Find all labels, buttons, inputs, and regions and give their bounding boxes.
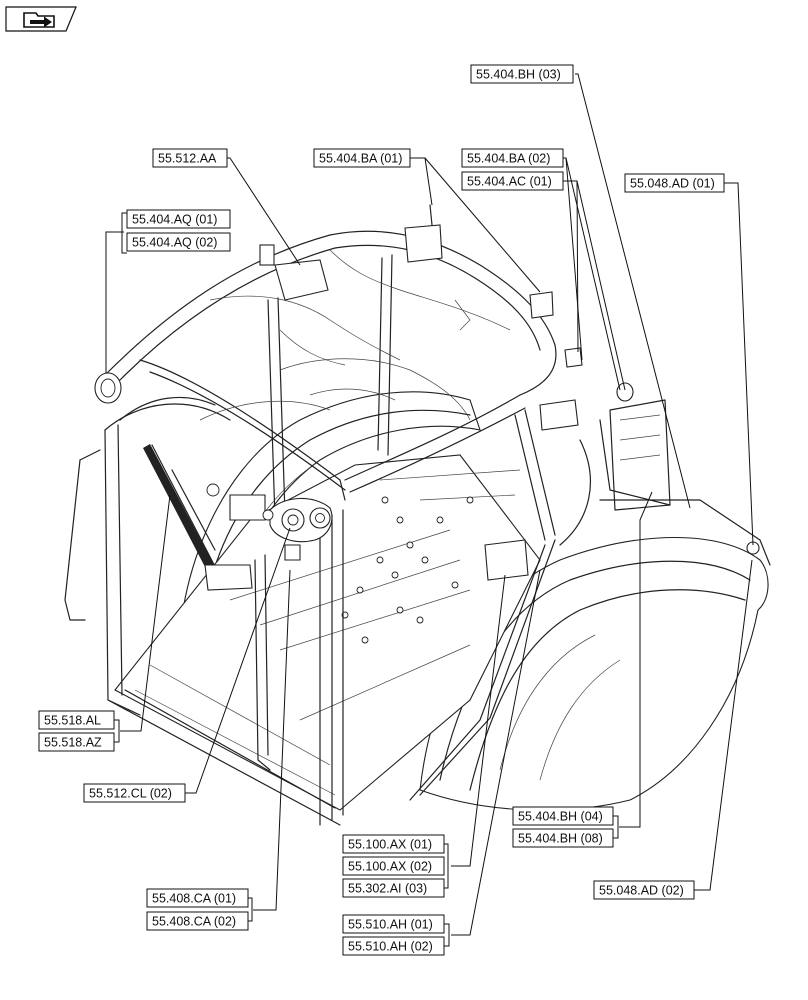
label-55-518-al[interactable]: 55.518.AL: [38, 710, 115, 730]
label-text: 55.404.BH (04): [518, 810, 603, 824]
label-text: 55.404.AQ (01): [132, 213, 217, 227]
label-text: 55.404.BH (08): [518, 832, 603, 846]
label-text: 55.408.CA (01): [152, 892, 236, 906]
label-text: 55.518.AL: [44, 714, 101, 728]
label-55-408-ca-01[interactable]: 55.408.CA (01): [146, 888, 249, 908]
label-55-404-ba-01[interactable]: 55.404.BA (01): [313, 148, 411, 168]
label-55-510-ah-02[interactable]: 55.510.AH (02): [342, 936, 445, 956]
label-text: 55.100.AX (01): [348, 838, 432, 852]
label-55-404-bh-08[interactable]: 55.404.BH (08): [512, 828, 614, 848]
label-text: 55.048.AD (02): [599, 884, 684, 898]
label-55-302-ai-03[interactable]: 55.302.AI (03): [342, 878, 445, 898]
label-text: 55.408.CA (02): [152, 915, 236, 929]
label-55-510-ah-01[interactable]: 55.510.AH (01): [342, 914, 445, 934]
label-55-100-ax-02[interactable]: 55.100.AX (02): [342, 856, 445, 876]
label-55-404-aq-02[interactable]: 55.404.AQ (02): [126, 232, 231, 252]
label-text: 55.404.BA (02): [467, 152, 550, 166]
label-text: 55.512.AA: [158, 152, 217, 166]
label-55-100-ax-01[interactable]: 55.100.AX (01): [342, 834, 445, 854]
label-text: 55.302.AI (03): [348, 882, 427, 896]
folder-arrow-icon[interactable]: [5, 6, 77, 32]
label-text: 55.404.AC (01): [467, 175, 552, 189]
label-55-408-ca-02[interactable]: 55.408.CA (02): [146, 911, 249, 931]
label-55-404-bh-04[interactable]: 55.404.BH (04): [512, 806, 614, 826]
leader-lines: [105, 73, 754, 947]
reference-labels: 55.404.BH (03) 55.512.AA 55.404.BA (01) …: [38, 64, 725, 956]
label-text: 55.404.BH (03): [476, 68, 561, 82]
label-55-404-aq-01[interactable]: 55.404.AQ (01): [126, 209, 231, 229]
label-text: 55.404.BA (01): [319, 152, 402, 166]
label-55-404-ac-01[interactable]: 55.404.AC (01): [461, 171, 564, 191]
cab-drawing: [64, 204, 771, 826]
label-text: 55.518.AZ: [44, 736, 102, 750]
label-55-404-ba-02[interactable]: 55.404.BA (02): [461, 148, 564, 168]
label-55-512-aa[interactable]: 55.512.AA: [152, 148, 228, 168]
label-55-048-ad-01[interactable]: 55.048.AD (01): [624, 173, 725, 193]
label-text: 55.510.AH (02): [348, 940, 433, 954]
label-text: 55.100.AX (02): [348, 860, 432, 874]
label-text: 55.048.AD (01): [630, 177, 715, 191]
label-text: 55.512.CL (02): [89, 787, 172, 801]
label-55-518-az[interactable]: 55.518.AZ: [38, 732, 115, 752]
label-55-404-bh-03[interactable]: 55.404.BH (03): [470, 64, 574, 84]
label-55-512-cl-02[interactable]: 55.512.CL (02): [83, 783, 186, 803]
label-text: 55.510.AH (01): [348, 918, 433, 932]
label-text: 55.404.AQ (02): [132, 236, 217, 250]
label-55-048-ad-02[interactable]: 55.048.AD (02): [593, 880, 695, 900]
